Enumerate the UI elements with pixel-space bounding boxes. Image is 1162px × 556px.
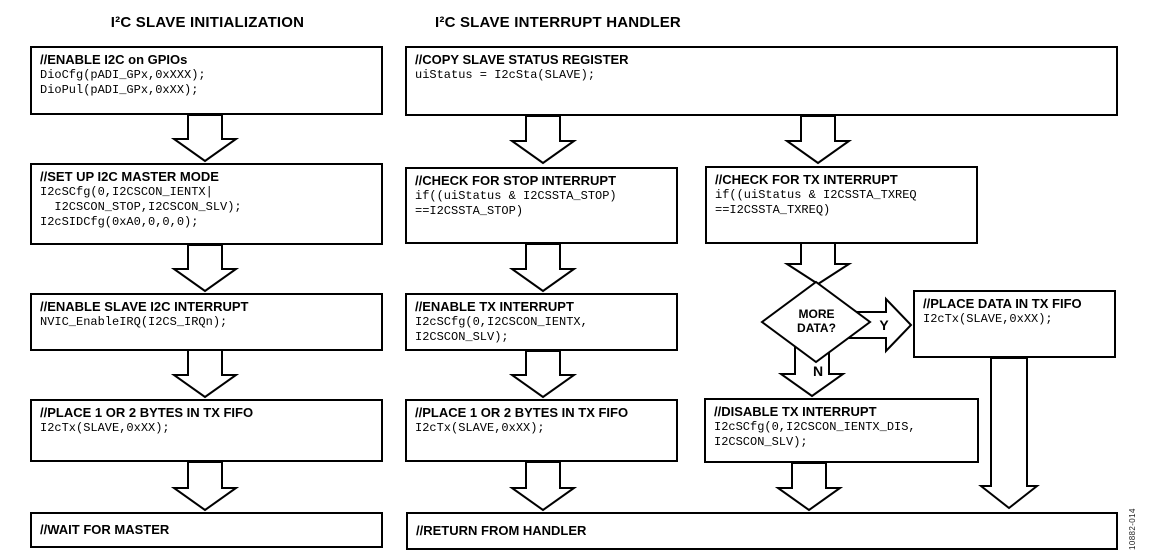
arrow-down-icon xyxy=(774,462,844,512)
flow-box-enable-slave-i2c-interrupt: //ENABLE SLAVE I2C INTERRUPT NVIC_Enable… xyxy=(30,293,383,351)
arrow-right-yes-icon xyxy=(849,296,913,354)
arrow-down-icon xyxy=(783,242,853,286)
arrow-down-icon xyxy=(508,350,578,399)
flow-box-disable-tx-interrupt: //DISABLE TX INTERRUPT I2cSCfg(0,I2CSCON… xyxy=(704,398,979,463)
box-code: I2cSCfg(0,I2CSCON_IENTX| I2CSCON_STOP,I2… xyxy=(40,185,242,229)
box-code: I2cTx(SLAVE,0xXX); xyxy=(415,421,545,435)
branch-label-no: N xyxy=(812,363,824,379)
flow-box-enable-i2c-gpios: //ENABLE I2C on GPIOs DioCfg(pADI_GPx,0x… xyxy=(30,46,383,115)
box-header: //PLACE DATA IN TX FIFO xyxy=(923,296,1082,311)
box-header: //RETURN FROM HANDLER xyxy=(416,523,587,538)
arrow-down-icon xyxy=(508,243,578,293)
flow-box-place-bytes-tx-fifo-init: //PLACE 1 OR 2 BYTES IN TX FIFO I2cTx(SL… xyxy=(30,399,383,462)
box-header: //PLACE 1 OR 2 BYTES IN TX FIFO xyxy=(40,405,254,420)
box-code: DioCfg(pADI_GPx,0xXXX); DioPul(pADI_GPx,… xyxy=(40,68,206,97)
title-slave-initialization: I²C SLAVE INITIALIZATION xyxy=(110,14,305,31)
flow-box-check-stop-interrupt: //CHECK FOR STOP INTERRUPT if((uiStatus … xyxy=(405,167,678,244)
figure-number: 10882-014 xyxy=(1128,508,1137,550)
decision-diamond xyxy=(760,280,872,364)
box-code: I2cSCfg(0,I2CSCON_IENTX, I2CSCON_SLV); xyxy=(415,315,588,344)
box-code: if((uiStatus & I2CSSTA_STOP) ==I2CSSTA_S… xyxy=(415,189,617,218)
box-header: //CHECK FOR STOP INTERRUPT xyxy=(415,173,617,188)
box-code: if((uiStatus & I2CSSTA_TXREQ ==I2CSSTA_T… xyxy=(715,188,917,217)
flow-box-return-from-handler: //RETURN FROM HANDLER xyxy=(406,512,1118,550)
arrow-down-icon xyxy=(508,115,578,165)
arrow-down-icon xyxy=(783,115,853,165)
box-code: I2cSCfg(0,I2CSCON_IENTX_DIS, I2CSCON_SLV… xyxy=(714,420,916,449)
title-slave-interrupt-handler: I²C SLAVE INTERRUPT HANDLER xyxy=(435,14,681,31)
box-code: NVIC_EnableIRQ(I2CS_IRQn); xyxy=(40,315,228,329)
arrow-down-icon xyxy=(170,244,240,293)
box-code: uiStatus = I2cSta(SLAVE); xyxy=(415,68,596,82)
flow-box-place-data-tx-fifo: //PLACE DATA IN TX FIFO I2cTx(SLAVE,0xXX… xyxy=(913,290,1116,358)
arrow-down-long-icon xyxy=(978,357,1040,510)
box-header: //ENABLE I2C on GPIOs xyxy=(40,52,188,67)
box-header: //COPY SLAVE STATUS REGISTER xyxy=(415,52,629,67)
arrow-down-icon xyxy=(170,349,240,399)
box-header: //PLACE 1 OR 2 BYTES IN TX FIFO xyxy=(415,405,629,420)
box-header: //WAIT FOR MASTER xyxy=(40,522,170,537)
box-header: //CHECK FOR TX INTERRUPT xyxy=(715,172,898,187)
flow-box-wait-for-master: //WAIT FOR MASTER xyxy=(30,512,383,548)
flow-box-setup-i2c-master-mode: //SET UP I2C MASTER MODE I2cSCfg(0,I2CSC… xyxy=(30,163,383,245)
box-code: I2cTx(SLAVE,0xXX); xyxy=(923,312,1053,326)
flow-box-enable-tx-interrupt: //ENABLE TX INTERRUPT I2cSCfg(0,I2CSCON_… xyxy=(405,293,678,351)
arrow-down-icon xyxy=(508,461,578,512)
box-code: I2cTx(SLAVE,0xXX); xyxy=(40,421,170,435)
box-header: //DISABLE TX INTERRUPT xyxy=(714,404,877,419)
flow-box-place-bytes-tx-fifo-handler: //PLACE 1 OR 2 BYTES IN TX FIFO I2cTx(SL… xyxy=(405,399,678,462)
box-header: //ENABLE SLAVE I2C INTERRUPT xyxy=(40,299,249,314)
decision-question-more-data: MORE DATA? xyxy=(797,307,836,335)
box-header: //SET UP I2C MASTER MODE xyxy=(40,169,219,184)
arrow-down-icon xyxy=(170,114,240,163)
branch-label-yes: Y xyxy=(879,317,889,333)
arrow-down-icon xyxy=(170,461,240,512)
flow-box-copy-slave-status-register: //COPY SLAVE STATUS REGISTER uiStatus = … xyxy=(405,46,1118,116)
flow-box-check-tx-interrupt: //CHECK FOR TX INTERRUPT if((uiStatus & … xyxy=(705,166,978,244)
box-header: //ENABLE TX INTERRUPT xyxy=(415,299,574,314)
